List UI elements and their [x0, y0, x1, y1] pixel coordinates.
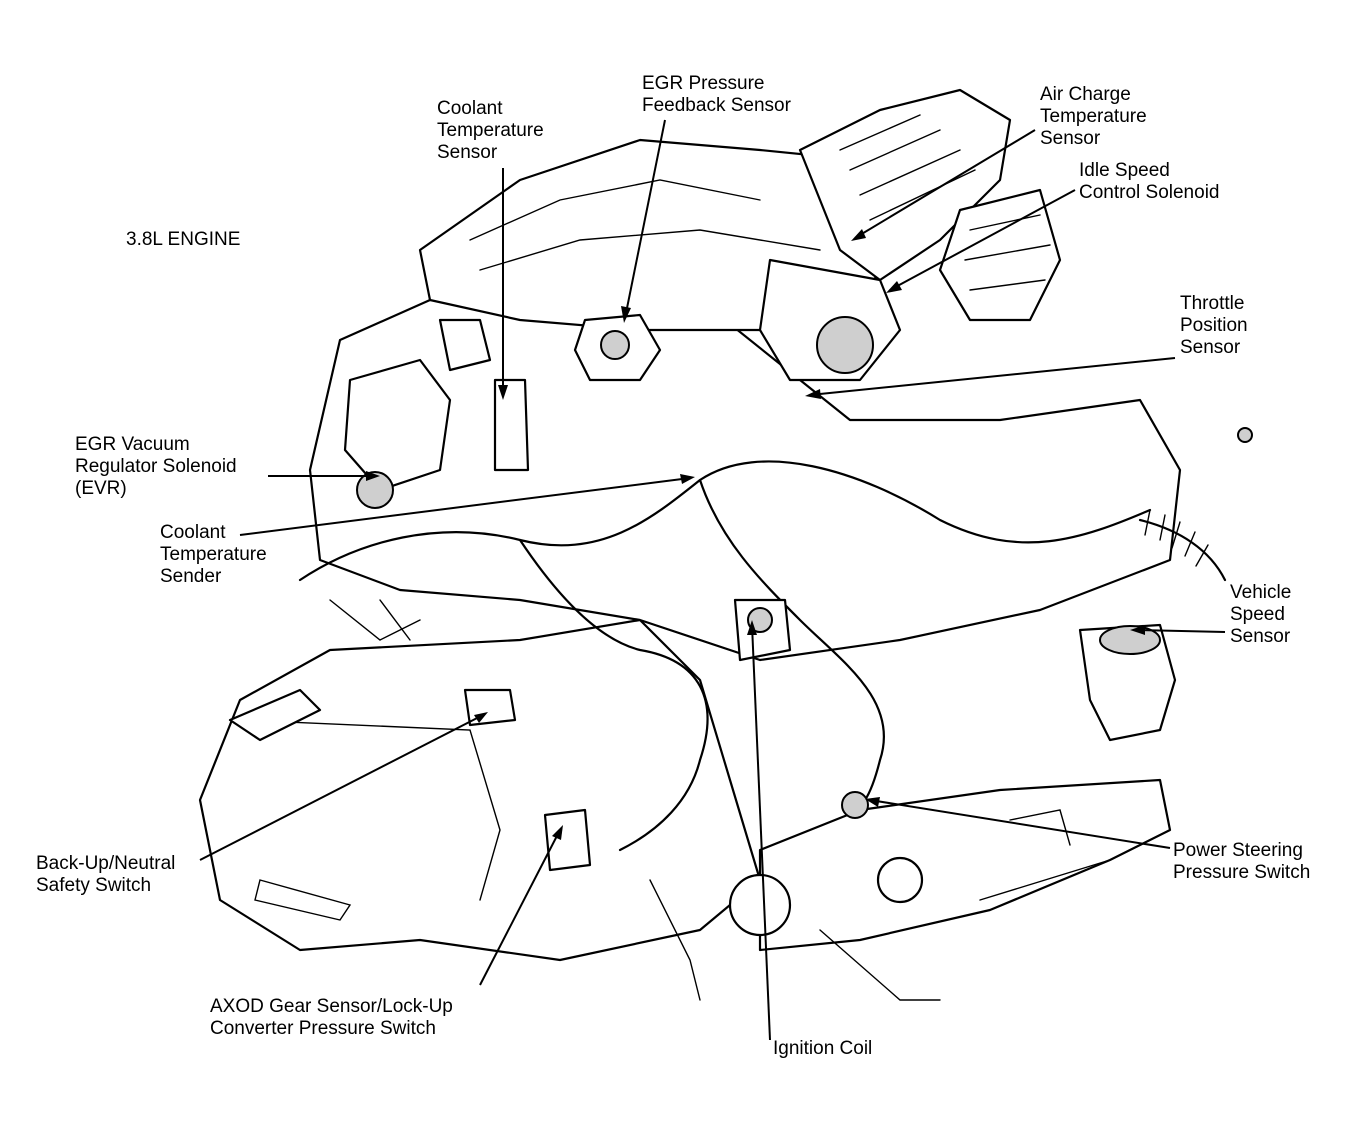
transmission-case [198, 618, 762, 962]
leader-throttle-position [809, 357, 1176, 396]
diagram-title: 3.8L ENGINE [126, 229, 241, 250]
valve-cover [798, 88, 1012, 282]
leader-vehicle-speed [1134, 629, 1226, 633]
label-ignition-coil: Ignition Coil [773, 1038, 873, 1059]
ribbed-hose [1138, 518, 1227, 582]
leader-arrowheads [366, 229, 1145, 840]
subframe [758, 778, 1172, 952]
leader-axod [479, 829, 561, 986]
leader-backup-neutral [199, 714, 484, 861]
leader-egr-pressure-feedback [624, 119, 666, 319]
leader-power-steering [869, 799, 1171, 849]
leader-idle-speed-control [889, 189, 1076, 291]
leader-lines [199, 119, 1226, 1041]
alternator [343, 358, 452, 492]
leader-ignition-coil [751, 624, 771, 1041]
leader-coolant-temp-sender [239, 477, 691, 536]
distributor [938, 188, 1062, 322]
leader-air-charge-temp [854, 129, 1036, 239]
